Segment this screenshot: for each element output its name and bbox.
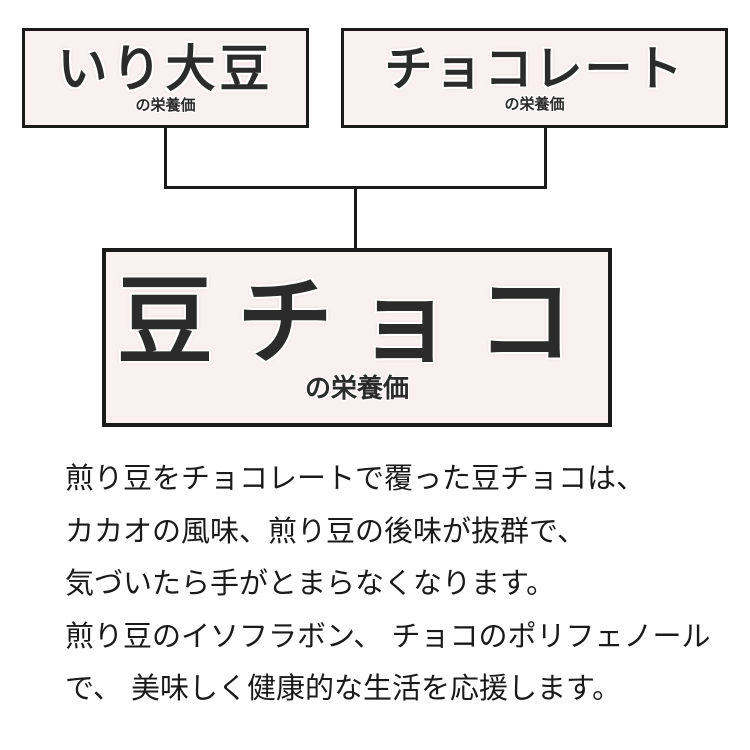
roasted-soy-box: いり大豆 の栄養価 [22, 28, 309, 128]
connector-left-vertical [164, 127, 167, 189]
description-text: 煎り豆をチョコレートで覆った豆チョコは、 カカオの風味、煎り豆の後味が抜群で、 … [65, 452, 710, 715]
mame-choco-box: 豆チョコ の栄養価 [102, 248, 612, 427]
connector-right-vertical [544, 127, 547, 189]
description-line: 煎り豆をチョコレートで覆った豆チョコは、 [65, 461, 646, 495]
description-line: で、 美味しく健康的な生活を応援します。 [65, 671, 622, 705]
description-line: カカオの風味、煎り豆の後味が抜群で、 [65, 513, 586, 548]
chocolate-subtitle: の栄養価 [504, 94, 565, 113]
chocolate-title: チョコレート [384, 40, 685, 97]
roasted-soy-subtitle: の栄養価 [135, 95, 196, 114]
mame-choco-subtitle: の栄養価 [304, 373, 409, 404]
connector-center-vertical [354, 186, 357, 249]
description-line: 気づいたら手がとまらなくなります。 [65, 566, 556, 600]
mame-choco-title: 豆チョコ [117, 265, 597, 378]
description-line: 煎り豆のイソフラボン、 チョコのポリフェノール [65, 618, 711, 653]
roasted-soy-title: いり大豆 [57, 39, 274, 98]
chocolate-box: チョコレート の栄養価 [341, 28, 728, 128]
